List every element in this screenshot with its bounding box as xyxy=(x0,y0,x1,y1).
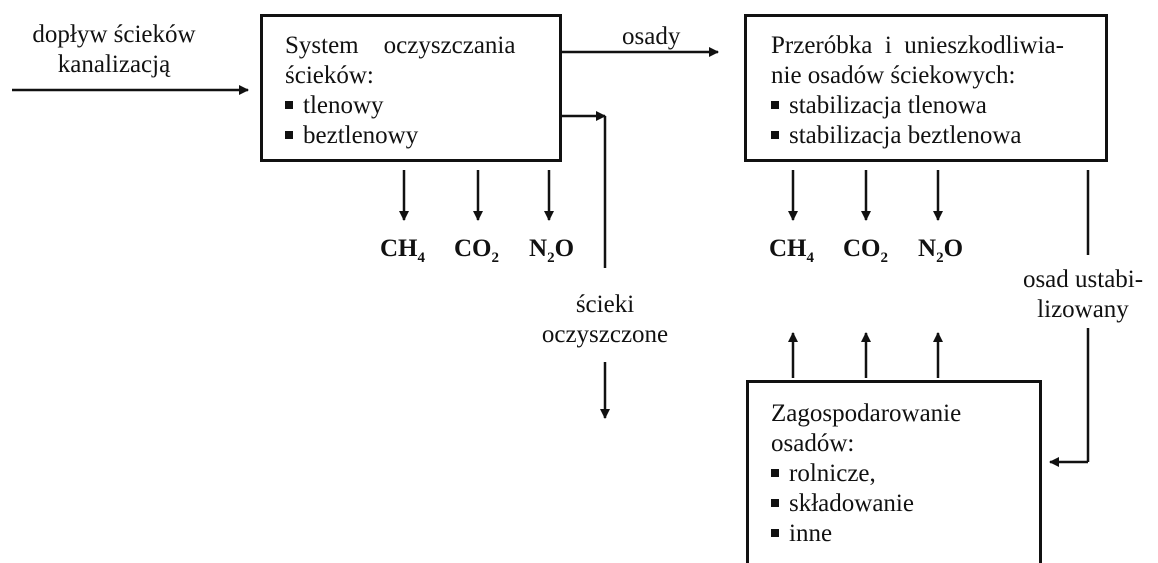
bullet-icon xyxy=(771,529,779,538)
gas-base: CO xyxy=(454,235,492,262)
treatment-box-title-line1: System oczyszczania xyxy=(285,32,516,59)
management-item-other: inne xyxy=(771,519,961,549)
treated-label-line1: ścieki xyxy=(575,291,635,318)
left-gas-n2o: N2O xyxy=(529,235,574,267)
gas-sub: 4 xyxy=(806,250,815,266)
gas-base: CH xyxy=(769,235,807,262)
treated-label-line2: oczyszczone xyxy=(541,321,669,348)
sludge-box-title-line2: nie osadów ściekowych: xyxy=(771,62,1016,89)
inflow-label: dopływ ścieków kanalizacją xyxy=(14,20,214,80)
sludge-box-title-line1: Przeróbka i unieszkodliwia- xyxy=(771,32,1064,59)
gas-base: CO xyxy=(843,235,881,262)
stabilized-label-line1: osad ustabi- xyxy=(1022,266,1144,293)
right-gas-n2o: N2O xyxy=(918,235,963,267)
sludge-item-aerobic: stabilizacja tlenowa xyxy=(771,91,1064,121)
inflow-label-line1: dopływ ścieków xyxy=(32,21,196,48)
bullet-icon xyxy=(771,101,779,110)
bullet-icon xyxy=(285,131,293,140)
management-box-title-line2: osadów: xyxy=(771,430,855,457)
management-item-agriculture-label: rolnicze, xyxy=(789,460,876,487)
treatment-item-anaerobic-label: beztlenowy xyxy=(303,122,419,149)
left-gas-co2: CO2 xyxy=(454,235,499,267)
management-item-landfill-label: składowanie xyxy=(789,490,914,517)
right-gas-co2: CO2 xyxy=(843,235,888,267)
gas-sub: 4 xyxy=(417,250,426,266)
gas-sub: 2 xyxy=(547,250,555,266)
gas-sub: 2 xyxy=(491,250,500,266)
treatment-box-content: System oczyszczania ścieków: tlenowy bez… xyxy=(285,31,515,151)
sludge-item-aerobic-label: stabilizacja tlenowa xyxy=(789,92,987,119)
right-gas-ch4: CH4 xyxy=(769,235,814,267)
gas-sub: 2 xyxy=(936,250,944,266)
gas-base: N xyxy=(529,235,548,262)
management-item-agriculture: rolnicze, xyxy=(771,459,961,489)
sludge-management-box: Zagospodarowanie osadów: rolnicze, skład… xyxy=(746,380,1042,563)
treated-effluent-label: ścieki oczyszczone xyxy=(520,290,690,350)
gas-sub: 2 xyxy=(880,250,889,266)
inflow-label-line2: kanalizacją xyxy=(57,51,171,78)
gas-tail: O xyxy=(943,235,964,262)
sludge-item-anaerobic: stabilizacja beztlenowa xyxy=(771,121,1064,151)
sludge-label: osady xyxy=(622,23,681,50)
sludge-item-anaerobic-label: stabilizacja beztlenowa xyxy=(789,122,1022,149)
treatment-item-aerobic-label: tlenowy xyxy=(303,92,384,119)
stabilized-sludge-label: osad ustabi- lizowany xyxy=(1008,265,1158,325)
bullet-icon xyxy=(771,131,779,140)
bullet-icon xyxy=(771,469,779,478)
treatment-item-anaerobic: beztlenowy xyxy=(285,121,515,151)
gas-tail: O xyxy=(554,235,575,262)
bullet-icon xyxy=(771,499,779,508)
management-item-landfill: składowanie xyxy=(771,489,961,519)
sludge-processing-box: Przeróbka i unieszkodliwia- nie osadów ś… xyxy=(744,14,1108,162)
treatment-box-title-line2: ścieków: xyxy=(285,62,374,89)
stabilized-label-line2: lizowany xyxy=(1037,296,1129,323)
bullet-icon xyxy=(285,101,293,110)
management-item-other-label: inne xyxy=(789,520,833,547)
sludge-box-content: Przeróbka i unieszkodliwia- nie osadów ś… xyxy=(771,31,1064,151)
left-gas-ch4: CH4 xyxy=(380,235,425,267)
gas-base: CH xyxy=(380,235,418,262)
management-box-content: Zagospodarowanie osadów: rolnicze, skład… xyxy=(771,399,961,549)
gas-base: N xyxy=(918,235,937,262)
treatment-item-aerobic: tlenowy xyxy=(285,91,515,121)
management-box-title-line1: Zagospodarowanie xyxy=(771,400,962,427)
treatment-system-box: System oczyszczania ścieków: tlenowy bez… xyxy=(260,14,562,162)
